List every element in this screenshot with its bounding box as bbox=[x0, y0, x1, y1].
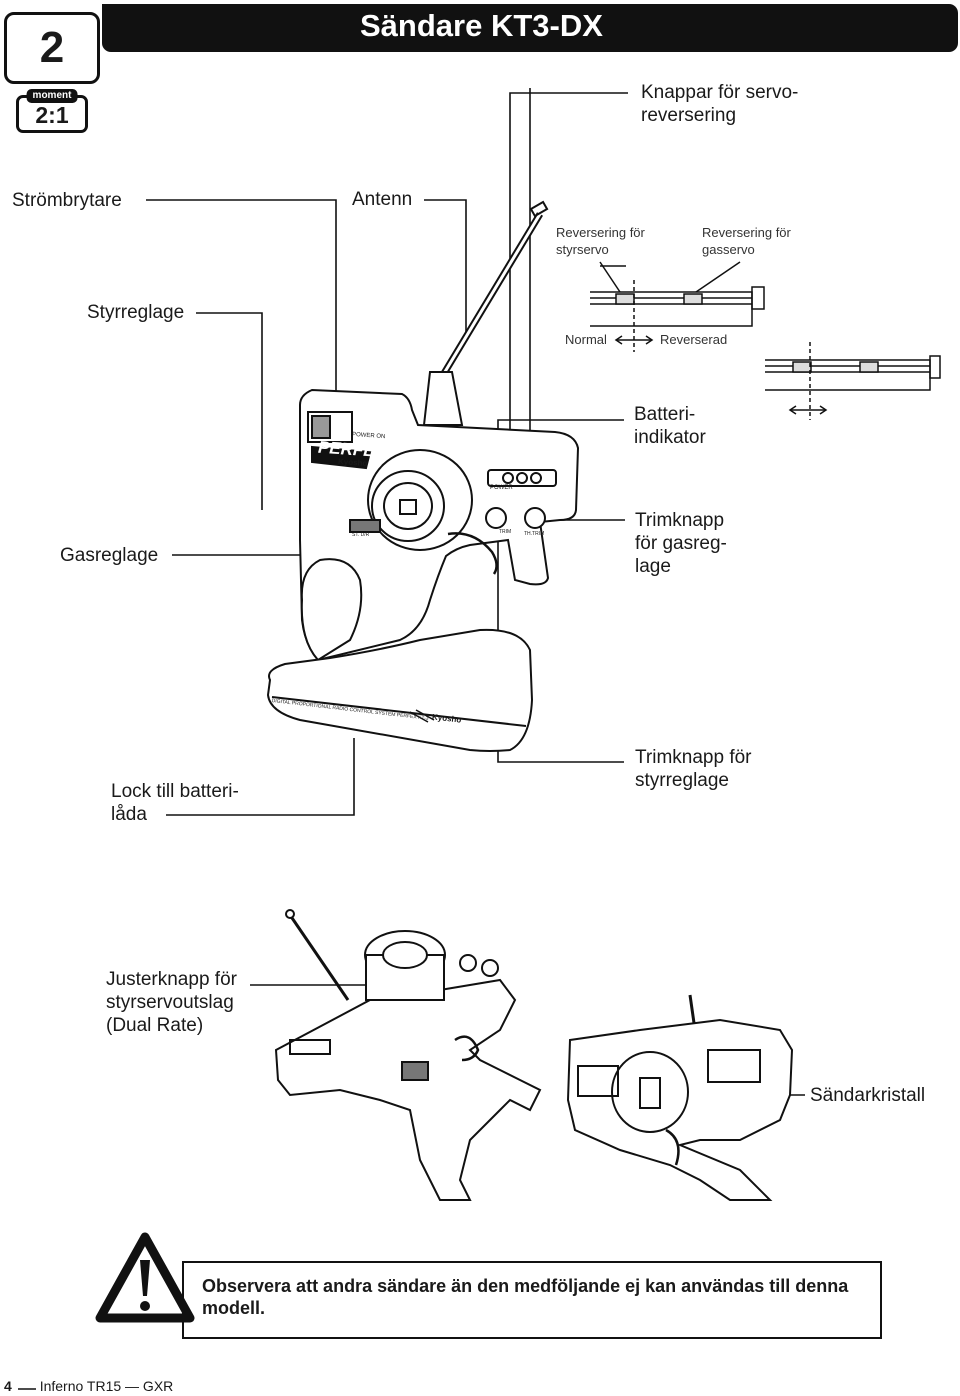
doc-title: Inferno TR15 — GXR bbox=[39, 1378, 174, 1394]
label-steering-trim: Trimknapp för styrreglage bbox=[635, 747, 752, 791]
moment-tag: moment bbox=[26, 89, 78, 103]
label-battery-cover: Lock till batteri- låda bbox=[111, 781, 239, 825]
inset-normal: Normal bbox=[565, 332, 607, 347]
page-title: Sändare KT3-DX bbox=[360, 8, 603, 43]
label-crystal: Sändarkristall bbox=[810, 1085, 926, 1106]
moment-badge: moment 2:1 bbox=[16, 89, 88, 133]
inset-steering-reverse: Reversering för styrservo bbox=[556, 225, 645, 257]
inset-throttle-reverse: Reversering för gasservo bbox=[702, 225, 791, 257]
warning-notice: Observera att andra sändare än den medfö… bbox=[182, 1261, 882, 1339]
print-th-trim: TH.TRIM bbox=[524, 531, 545, 537]
label-steering-wheel: Styrreglage bbox=[87, 302, 185, 323]
main-transmitter bbox=[266, 200, 580, 752]
transmitter-side-view bbox=[274, 909, 542, 1201]
label-power-switch: Strömbrytare bbox=[12, 190, 122, 211]
print-power: POWER bbox=[490, 485, 513, 491]
label-dual-rate: Justerknapp för styrservoutslag (Dual Ra… bbox=[106, 969, 237, 1036]
inset-reversed: Reverserad bbox=[660, 332, 728, 347]
label-antenna: Antenn bbox=[352, 189, 413, 210]
label-servo-reverse-buttons: Knappar för servo- reversering bbox=[641, 82, 799, 126]
page-number: 4 bbox=[4, 1378, 12, 1394]
label-throttle-trigger: Gasreglage bbox=[60, 545, 159, 566]
print-maker: Kyosho bbox=[337, 456, 368, 469]
title-bar: Sändare KT3-DX bbox=[102, 4, 958, 52]
warning-icon bbox=[95, 1232, 195, 1323]
page-footer: 4 Inferno TR15 — GXR bbox=[4, 1378, 173, 1394]
label-throttle-trim: Trimknapp för gasreg- lage bbox=[635, 510, 727, 577]
print-trim: TRIM bbox=[499, 529, 512, 535]
reverse-switch-inset bbox=[590, 261, 941, 420]
moment-number: 2:1 bbox=[35, 102, 69, 128]
transmitter-rear-view bbox=[566, 994, 794, 1201]
label-battery-indicator: Batteri- indikator bbox=[634, 404, 706, 448]
step-number: 2 bbox=[4, 12, 100, 84]
print-st-dr: ST. D/R bbox=[352, 532, 370, 538]
